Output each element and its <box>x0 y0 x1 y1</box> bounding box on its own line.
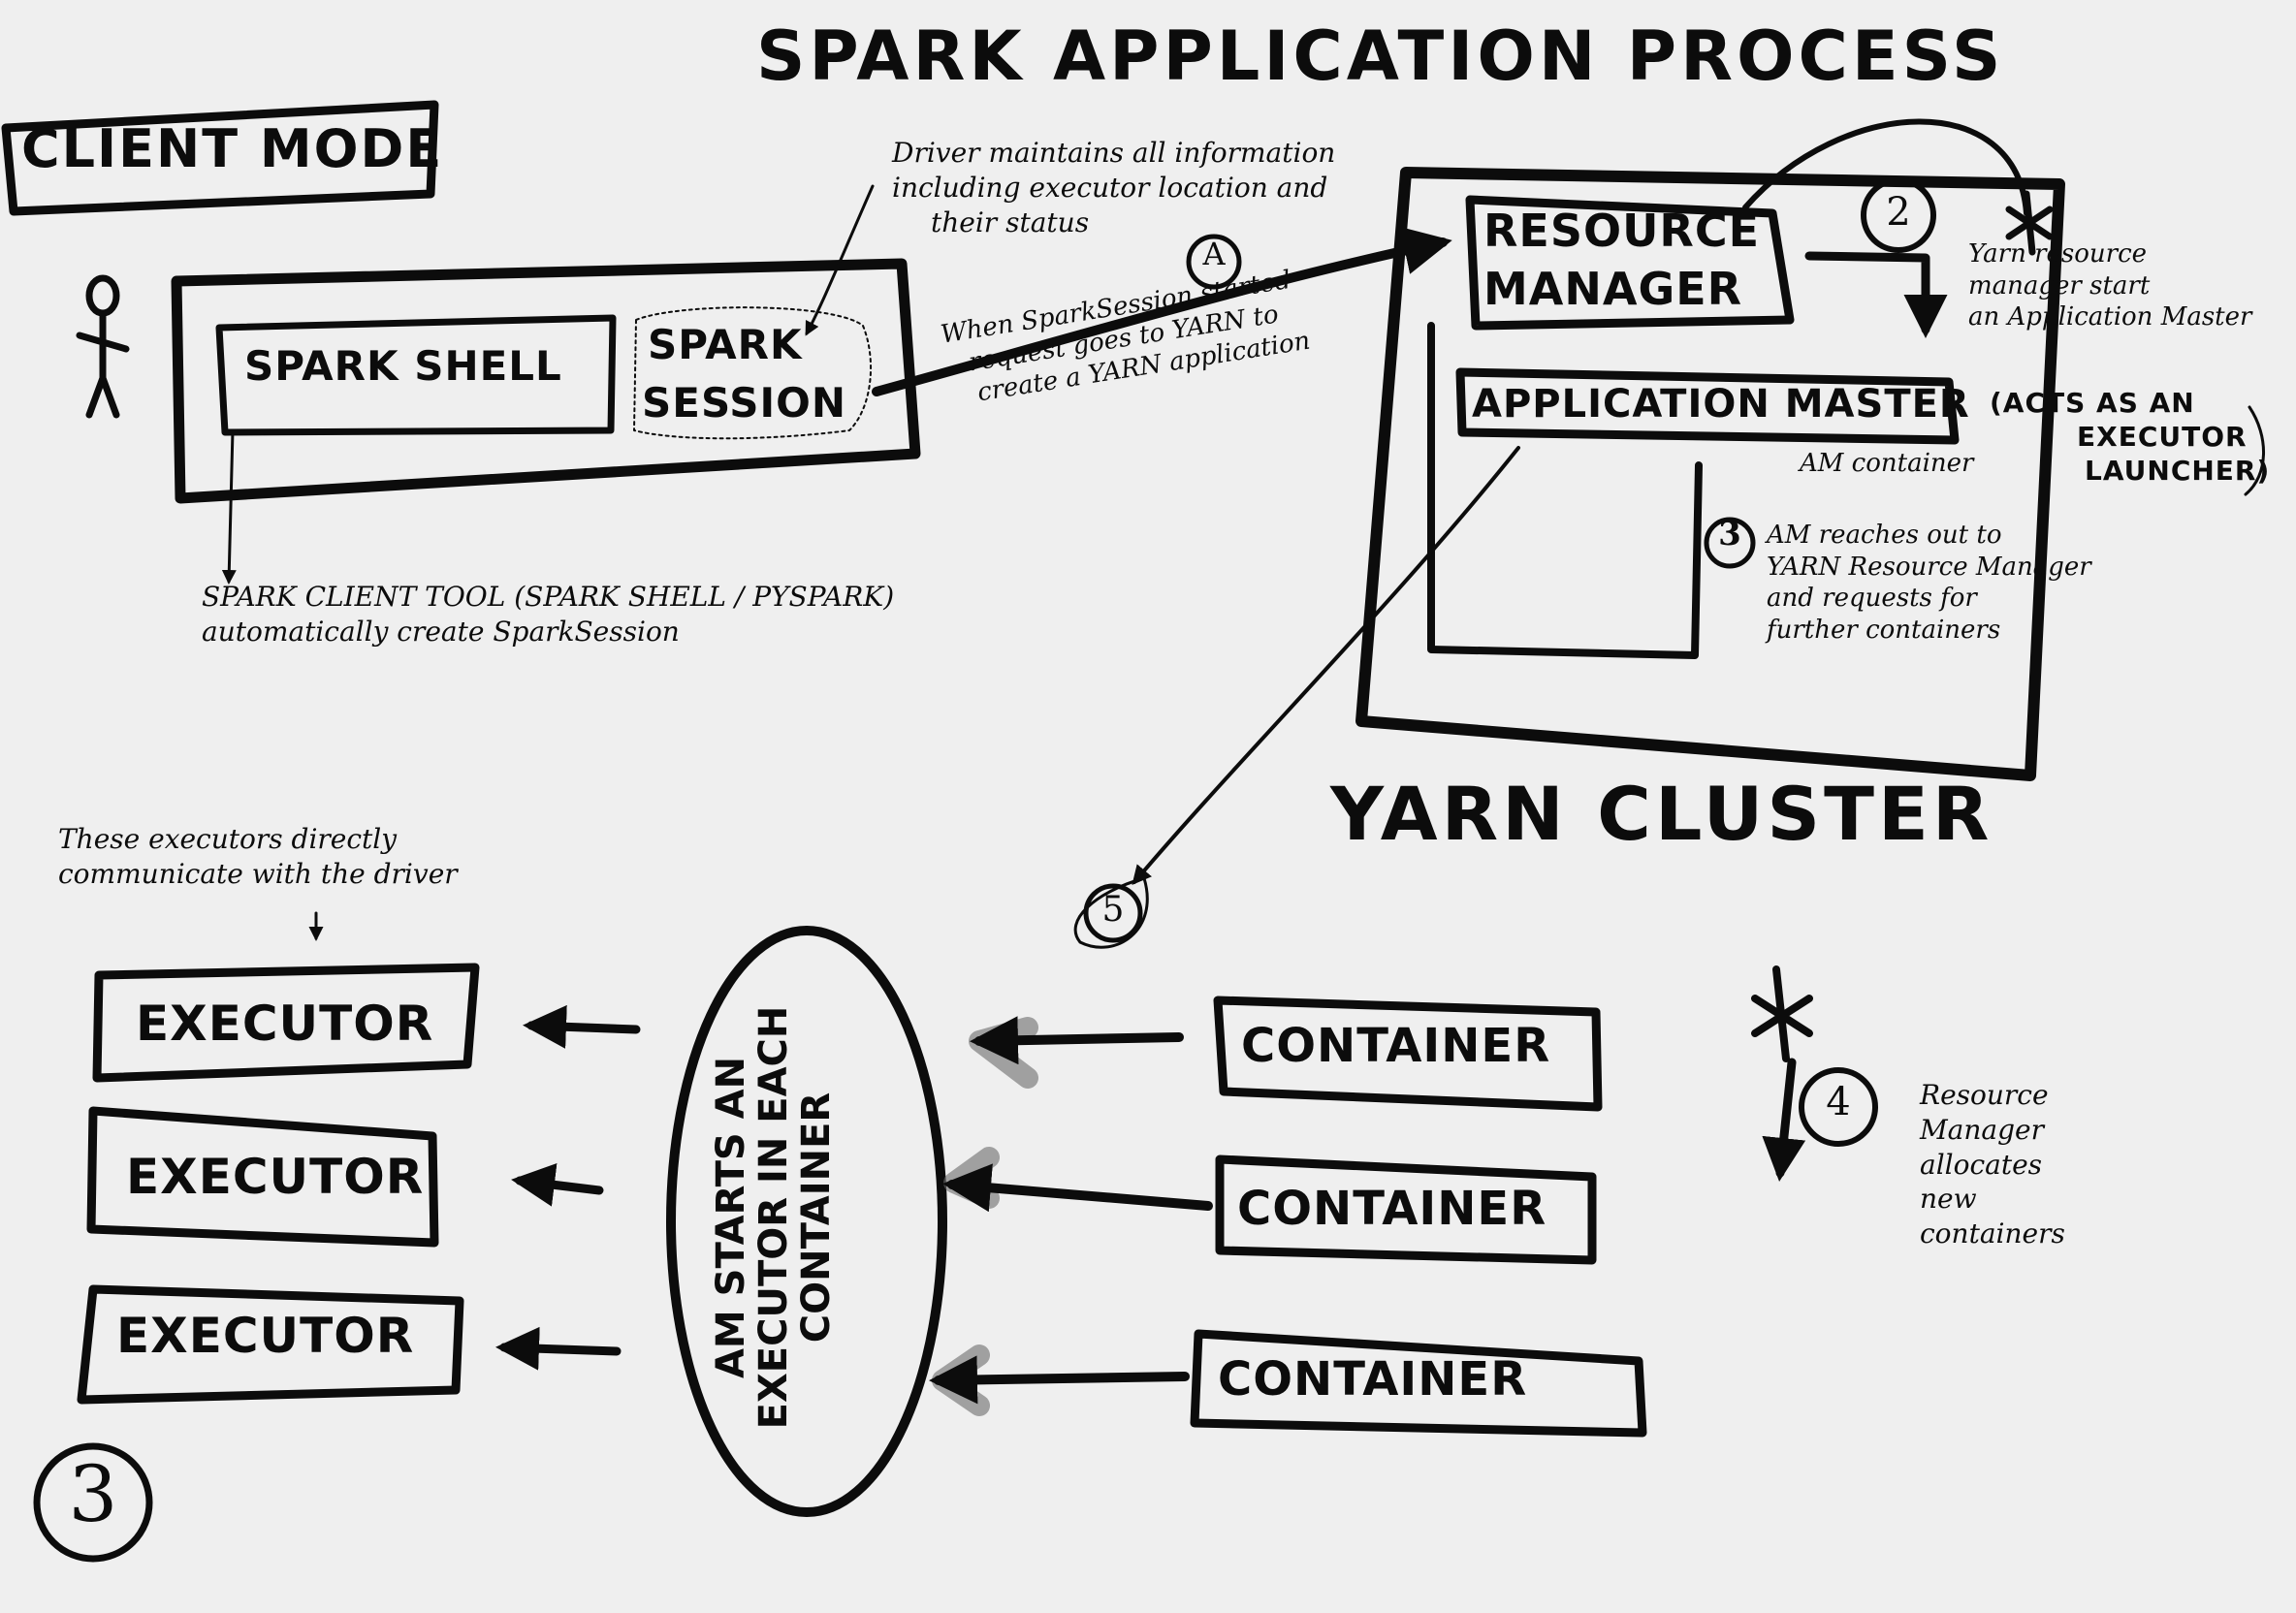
step-3-marker: 3 <box>1718 515 1741 553</box>
executor-label-2: EXECUTOR <box>126 1149 425 1205</box>
container-arrow-shadows <box>932 1017 1038 1416</box>
am-container-label: AM container <box>1800 449 1974 478</box>
step-5-marker: 5 <box>1101 890 1125 930</box>
container-to-am-arrow-2 <box>942 1163 1213 1213</box>
step-5-blob <box>1073 876 1149 949</box>
executors-note: These executors directly communicate wit… <box>58 823 458 890</box>
am-container-box <box>1427 322 1703 659</box>
step-2-marker: 2 <box>1886 190 1911 235</box>
driver-note: Driver maintains all information includi… <box>892 137 1336 238</box>
step-2-note: Yarn resource manager start an Applicati… <box>1968 239 2252 332</box>
step-4-marker: 4 <box>1826 1080 1851 1124</box>
container-label-1: CONTAINER <box>1241 1019 1551 1073</box>
resource-manager-box <box>1465 195 1795 331</box>
container-to-am-arrow-1 <box>970 1016 1184 1065</box>
am-starts-text: AM STARTS AN EXECUTOR IN EACH CONTAINER <box>709 1005 839 1430</box>
am-starts-ellipse <box>666 926 947 1517</box>
rm-to-am-arrow <box>1804 251 1948 338</box>
executor-label-1: EXECUTOR <box>136 996 434 1052</box>
step-4-circle <box>1799 1067 1878 1147</box>
page-title: SPARK APPLICATION PROCESS <box>756 16 2005 96</box>
spark-session-label-line2: SESSION <box>642 379 847 427</box>
step-4-arrow <box>1762 1058 1806 1182</box>
application-master-box <box>1455 367 1960 445</box>
yarn-cluster-box <box>1355 167 2065 781</box>
client-mode-label: CLIENT MODE <box>21 118 444 179</box>
executor-label-3: EXECUTOR <box>116 1308 415 1364</box>
executor-box-3 <box>77 1284 464 1405</box>
container-to-am-arrow-3 <box>929 1355 1190 1405</box>
spark-shell-label: SPARK SHELL <box>244 342 562 390</box>
container-box-2 <box>1215 1154 1597 1265</box>
client-tool-note: SPARK CLIENT TOOL (SPARK SHELL / PYSPARK… <box>202 581 895 648</box>
executor-box-2 <box>86 1106 439 1248</box>
step-5-circle <box>1083 883 1143 943</box>
spark-session-label-line1: SPARK <box>648 321 803 368</box>
spark-session-outline <box>633 306 873 440</box>
step-3-circle <box>1704 517 1756 569</box>
to-executor-arrow-3 <box>495 1326 622 1371</box>
resource-manager-label-line2: MANAGER <box>1483 263 1743 315</box>
spark-shell-box <box>215 314 617 436</box>
driver-note-arrow <box>805 184 875 336</box>
container-box-3 <box>1190 1329 1647 1438</box>
client-tool-arrow <box>221 428 237 585</box>
step-a-marker: A <box>1202 236 1226 272</box>
to-executor-arrow-1 <box>523 1004 641 1049</box>
step-4-note: Resource Manager allocates new container… <box>1920 1079 2065 1250</box>
container-label-2: CONTAINER <box>1237 1182 1547 1236</box>
step-3-note: AM reaches out to YARN Resource Manager … <box>1767 521 2091 645</box>
rm-loop-arrow <box>1742 118 2029 216</box>
am-role-bracket <box>2244 405 2265 496</box>
step-2-circle <box>1861 177 1936 253</box>
page-number-circle <box>33 1442 153 1563</box>
application-master-label: APPLICATION MASTER <box>1472 382 1970 427</box>
executor-box-1 <box>92 963 480 1083</box>
am-role-note: (ACTS AS AN EXECUTOR LAUNCHER) <box>1990 387 2271 487</box>
container-label-3: CONTAINER <box>1218 1352 1528 1407</box>
am-to-executors-arrow <box>1132 446 1520 886</box>
session-to-rm-arrow <box>872 226 1452 396</box>
user-figure-icon <box>76 274 130 419</box>
resource-manager-label-line1: RESOURCE <box>1483 205 1761 257</box>
driver-box <box>171 258 921 504</box>
page-number: 3 <box>68 1449 118 1539</box>
to-executor-arrow-2 <box>511 1163 604 1207</box>
step-4-asterisk-icon <box>1751 965 1813 1062</box>
container-box-1 <box>1213 996 1603 1112</box>
yarn-cluster-label: YARN CLUSTER <box>1330 771 1993 857</box>
step-a-circle <box>1186 234 1242 290</box>
step-2-asterisk-icon <box>2005 190 2054 256</box>
client-mode-box <box>1 100 439 216</box>
